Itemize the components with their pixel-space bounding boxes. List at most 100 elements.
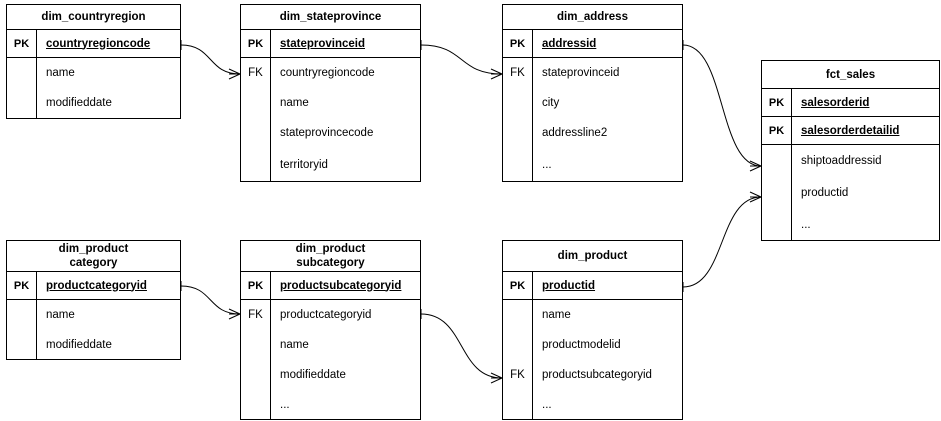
field-name: modifieddate <box>46 97 112 109</box>
key-label-dim_productsubcategory-name <box>241 330 270 360</box>
field-dim_stateprovince-stateprovinceid[interactable]: stateprovinceid <box>271 30 420 58</box>
relationship-productcategory-to-subcategory[interactable] <box>180 281 241 320</box>
field-dim_countryregion-name[interactable]: name <box>37 58 180 88</box>
field-dim_product-name[interactable]: name <box>533 300 682 330</box>
key-column-body-dim_countryregion <box>7 58 36 118</box>
field-dim_productcategory-name[interactable]: name <box>37 300 180 330</box>
key-label-dim_stateprovince-stateprovincecode <box>241 118 270 148</box>
crowsfoot-prong-upper <box>228 68 241 75</box>
key-label-dim_product-productsubcategoryid: FK <box>510 369 525 381</box>
field-name: stateprovinceid <box>280 37 365 50</box>
entity-title-dim_address: dim_address <box>503 5 682 30</box>
field-name: addressline2 <box>542 127 608 139</box>
key-column-body-dim_address: FK <box>503 58 532 181</box>
field-name: city <box>542 97 560 109</box>
field-fct_sales-...[interactable]: ... <box>792 209 939 240</box>
crowsfoot-prong-upper <box>490 372 503 379</box>
field-dim_address-stateprovinceid[interactable]: stateprovinceid <box>533 58 682 88</box>
field-dim_countryregion-modifieddate[interactable]: modifieddate <box>37 88 180 118</box>
relationship-subcategory-to-product[interactable] <box>420 309 503 384</box>
field-dim_productsubcategory-modifieddate[interactable]: modifieddate <box>271 360 420 390</box>
key-label-dim_product-name <box>503 300 532 330</box>
field-dim_address-addressid[interactable]: addressid <box>533 30 682 58</box>
relationship-address-to-fctsales[interactable] <box>682 40 762 172</box>
field-dim_productsubcategory-name[interactable]: name <box>271 330 420 360</box>
field-name: addressid <box>542 37 597 50</box>
key-label-dim_address-addressid: PK <box>503 30 532 58</box>
field-dim_productsubcategory-...[interactable]: ... <box>271 390 420 419</box>
field-fct_sales-salesorderid[interactable]: salesorderid <box>792 89 939 117</box>
entity-title-dim_product: dim_product <box>503 241 682 272</box>
relationship-line <box>420 313 503 379</box>
relationship-line <box>180 44 241 75</box>
field-name: name <box>542 309 571 321</box>
field-name: productsubcategoryid <box>280 279 402 292</box>
field-dim_stateprovince-territoryid[interactable]: territoryid <box>271 148 420 181</box>
field-name: ... <box>801 218 811 231</box>
field-dim_product-productmodelid[interactable]: productmodelid <box>533 330 682 360</box>
crowsfoot-prong-lower <box>228 73 241 80</box>
field-dim_address-addressline2[interactable]: addressline2 <box>533 118 682 148</box>
field-dim_address-...[interactable]: ... <box>533 148 682 181</box>
entity-title-dim_productcategory: dim_product category <box>7 241 180 272</box>
key-label-dim_productsubcategory-... <box>241 390 270 419</box>
field-dim_productsubcategory-productcategoryid[interactable]: productcategoryid <box>271 300 420 330</box>
field-column-dim_address: addressid stateprovinceid city addressline2… <box>533 30 682 181</box>
field-fct_sales-salesorderdetailid[interactable]: salesorderdetailid <box>792 117 939 145</box>
crowsfoot-prong-lower <box>749 165 762 172</box>
field-dim_product-productsubcategoryid[interactable]: productsubcategoryid <box>533 360 682 390</box>
field-dim_countryregion-countryregioncode[interactable]: countryregioncode <box>37 30 180 58</box>
relationship-countryregion-to-stateprovince[interactable] <box>180 40 241 80</box>
field-name: name <box>280 97 309 109</box>
entity-title-dim_countryregion: dim_countryregion <box>7 5 180 30</box>
field-name: name <box>46 309 75 321</box>
field-column-dim_productcategory: productcategoryid name modifieddate <box>37 272 180 359</box>
key-label-dim_productcategory-productcategoryid: PK <box>7 272 36 300</box>
key-label-dim_countryregion-name <box>7 58 36 88</box>
field-name: modifieddate <box>46 338 112 351</box>
key-column-dim_countryregion: PK <box>7 30 37 118</box>
field-name: productid <box>801 186 849 199</box>
field-dim_address-city[interactable]: city <box>533 88 682 118</box>
field-dim_productsubcategory-productsubcategoryid[interactable]: productsubcategoryid <box>271 272 420 300</box>
field-dim_stateprovince-countryregioncode[interactable]: countryregioncode <box>271 58 420 88</box>
key-column-body-dim_stateprovince: FK <box>241 58 270 181</box>
field-dim_product-...[interactable]: ... <box>533 390 682 419</box>
key-label-dim_product-... <box>503 390 532 419</box>
relationship-product-to-fctsales[interactable] <box>682 191 762 292</box>
field-fct_sales-productid[interactable]: productid <box>792 176 939 209</box>
relationship-line <box>180 285 241 315</box>
field-column-dim_stateprovince: stateprovinceid countryregioncode name stat… <box>271 30 420 181</box>
key-label-dim_address-addressline2 <box>503 118 532 148</box>
field-dim_stateprovince-stateprovincecode[interactable]: stateprovincecode <box>271 118 420 148</box>
key-column-body-fct_sales <box>762 145 791 240</box>
key-label-dim_productsubcategory-productcategoryid: FK <box>248 309 263 321</box>
relationship-line <box>682 44 762 167</box>
key-label-dim_productsubcategory-modifieddate <box>241 360 270 390</box>
key-label-dim_productcategory-modifieddate <box>7 330 36 359</box>
key-label-fct_sales-salesorderid: PK <box>762 89 791 117</box>
field-dim_productcategory-modifieddate[interactable]: modifieddate <box>37 330 180 359</box>
key-label-fct_sales-productid <box>762 176 791 209</box>
key-label-dim_productcategory-name <box>7 300 36 330</box>
field-dim_productcategory-productcategoryid[interactable]: productcategoryid <box>37 272 180 300</box>
relationship-stateprovince-to-address[interactable] <box>420 40 503 80</box>
field-dim_product-productid[interactable]: productid <box>533 272 682 300</box>
crowsfoot-prong-lower <box>490 377 503 384</box>
field-fct_sales-shiptoaddressid[interactable]: shiptoaddressid <box>792 145 939 176</box>
field-dim_stateprovince-name[interactable]: name <box>271 88 420 118</box>
field-name: stateprovincecode <box>280 127 374 139</box>
key-label-dim_address-city <box>503 88 532 118</box>
